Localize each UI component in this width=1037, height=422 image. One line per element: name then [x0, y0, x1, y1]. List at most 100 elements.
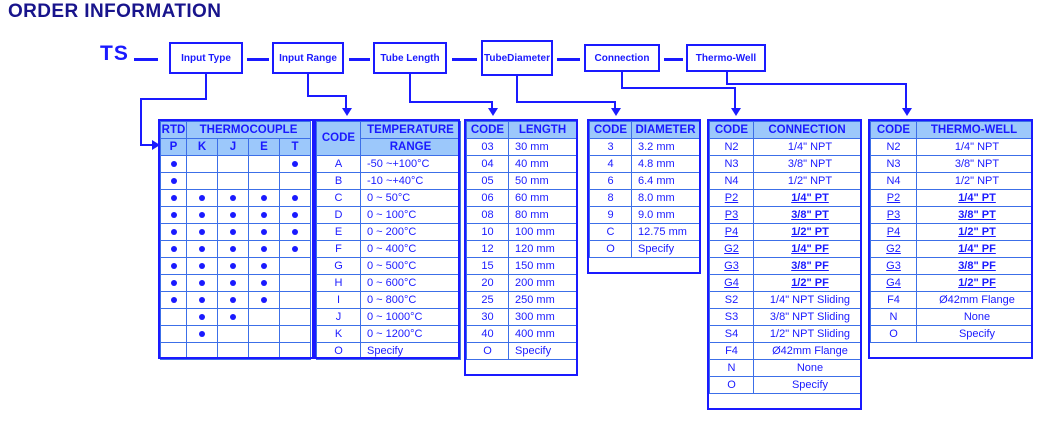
dot-icon	[170, 194, 177, 201]
cell-code-H: H	[316, 274, 361, 292]
segment-label-line: Diameter	[507, 52, 550, 64]
cell-value-O: Specify	[508, 342, 577, 360]
cell-K-E	[186, 223, 218, 241]
cell-P-I	[160, 291, 187, 309]
dot-icon	[199, 313, 205, 320]
cell-range-G: 0 ~ 500°C	[360, 257, 461, 275]
cell-value-G3: 3/8" PF	[753, 257, 861, 275]
cell-value-N3: 3/8" NPT	[753, 155, 861, 173]
segment-box-connection[interactable]: Connection	[584, 44, 660, 72]
column-header-range: RANGE	[360, 138, 461, 156]
cell-range-E: 0 ~ 200°C	[360, 223, 461, 241]
dot-icon	[261, 262, 267, 269]
cell-value-3: 3.2 mm	[631, 138, 700, 156]
cell-value-P4: 1/2" PT	[753, 223, 861, 241]
connector-input-type-v1	[205, 74, 207, 100]
cell-range-A: -50 ~+100°C	[360, 155, 461, 173]
connector-input-range-h1	[307, 95, 346, 97]
connector-dash-6	[664, 58, 683, 61]
cell-code-F4: F4	[709, 342, 754, 360]
segment-box-tube-length[interactable]: Tube Length	[373, 42, 447, 74]
cell-T-O	[279, 342, 311, 360]
cell-T-B	[279, 172, 311, 190]
segment-box-input-range[interactable]: Input Range	[272, 42, 344, 74]
cell-code-06: 06	[466, 189, 509, 207]
cell-P-E	[160, 223, 187, 241]
column-group-header-rtd: RTD	[160, 121, 187, 139]
cell-code-N2: N2	[870, 138, 917, 156]
cell-value-10: 100 mm	[508, 223, 577, 241]
cell-code-25: 25	[466, 291, 509, 309]
cell-value-G3: 3/8" PF	[916, 257, 1032, 275]
cell-E-A	[248, 155, 280, 173]
dot-icon	[199, 211, 205, 218]
cell-T-C	[279, 189, 311, 207]
dot-icon	[230, 211, 236, 218]
cell-P-O	[160, 342, 187, 360]
cell-value-08: 80 mm	[508, 206, 577, 224]
connector-thermo-well-v2	[905, 83, 907, 110]
cell-code-3: 3	[589, 138, 632, 156]
cell-range-H: 0 ~ 600°C	[360, 274, 461, 292]
dot-icon	[170, 160, 177, 167]
cell-E-O	[248, 342, 280, 360]
segment-box-input-type[interactable]: Input Type	[169, 42, 243, 74]
cell-code-S3: S3	[709, 308, 754, 326]
segment-label-line: Input Range	[279, 52, 337, 64]
connector-thermo-well-arrow	[902, 108, 912, 116]
cell-T-K	[279, 325, 311, 343]
column-header-code: CODE	[316, 121, 361, 156]
column-header-value: LENGTH	[508, 121, 577, 139]
segment-box-thermo-well[interactable]: Thermo-Well	[686, 44, 766, 72]
column-header-T: T	[279, 138, 311, 156]
cell-P-A	[160, 155, 187, 173]
cell-T-F	[279, 240, 311, 258]
cell-code-O: O	[589, 240, 632, 258]
cell-E-E	[248, 223, 280, 241]
table-row	[160, 274, 311, 292]
cell-value-F4: Ø42mm Flange	[753, 342, 861, 360]
cell-value-4: 4.8 mm	[631, 155, 700, 173]
cell-value-20: 200 mm	[508, 274, 577, 292]
dot-icon	[230, 296, 236, 303]
cell-code-P2: P2	[709, 189, 754, 207]
column-header-P: P	[160, 138, 187, 156]
cell-T-G	[279, 257, 311, 275]
dot-icon	[230, 262, 236, 269]
dot-icon	[199, 228, 205, 235]
dot-icon	[230, 313, 236, 320]
dot-icon	[170, 262, 177, 269]
cell-code-J: J	[316, 308, 361, 326]
connector-tube-length-arrow	[488, 108, 498, 116]
connector-connection-arrow	[731, 108, 741, 116]
connector-connection-h1	[621, 87, 735, 89]
cell-code-P4: P4	[709, 223, 754, 241]
cell-code-N3: N3	[709, 155, 754, 173]
table-row	[160, 189, 311, 207]
cell-J-F	[217, 240, 249, 258]
